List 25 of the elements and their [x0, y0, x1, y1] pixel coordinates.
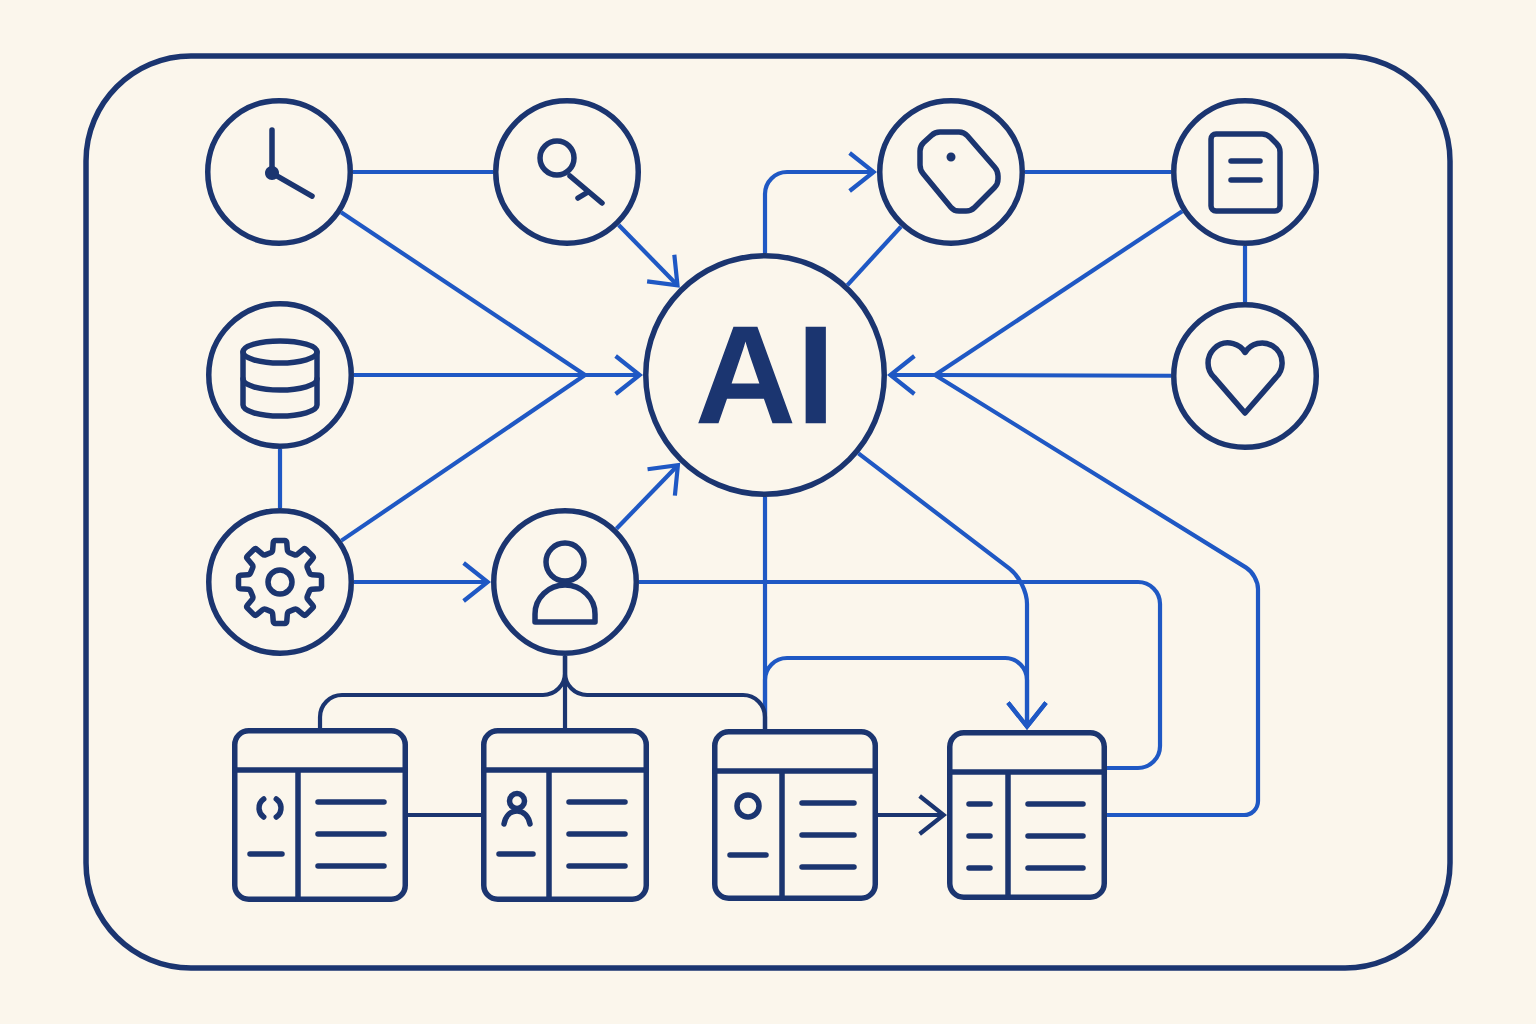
- icon-circle: [877, 98, 1025, 246]
- arrow: [614, 462, 681, 531]
- connector-line: [1025, 169, 1171, 175]
- connector-line: [639, 579, 1163, 771]
- window-box: [712, 729, 878, 901]
- icon-circle: [205, 98, 353, 246]
- arrow: [354, 561, 491, 603]
- icon-circle: [1171, 302, 1319, 450]
- connector-line: [845, 225, 903, 287]
- connector-line: [353, 169, 493, 175]
- connector-line: [562, 656, 768, 729]
- connector-line: [1242, 246, 1248, 302]
- icon-circle: [206, 508, 354, 656]
- arrow: [762, 655, 1048, 730]
- connector-line: [277, 449, 283, 508]
- icon-circle: [493, 98, 641, 246]
- icon-circle: [206, 301, 354, 449]
- window-box: [232, 728, 408, 902]
- connector-line: [933, 373, 1261, 818]
- icon-circle: [1171, 98, 1319, 246]
- icon-circle: [491, 508, 639, 656]
- arrow: [762, 151, 877, 253]
- window-box: [481, 728, 649, 902]
- window-box: [947, 730, 1107, 900]
- connector-line: [408, 812, 481, 818]
